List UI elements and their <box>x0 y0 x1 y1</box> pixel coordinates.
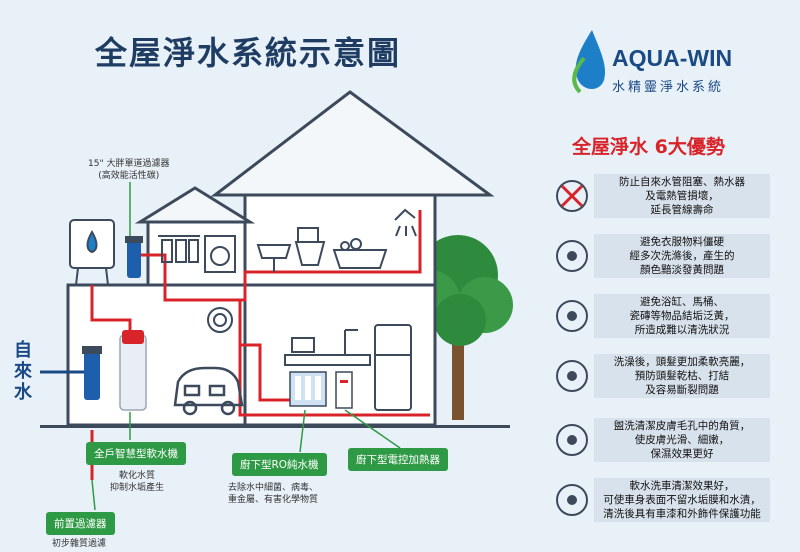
advantage-box <box>594 234 770 278</box>
advantage-line: 避免浴缸、馬桶、 <box>640 296 724 308</box>
advantage-text: 避免衣服物料僵硬經多次洗滌後，產生的顏色黯淡發黃問題 <box>594 234 770 278</box>
water-drop-logo-icon <box>572 30 606 94</box>
pre-filter-note: 初步雜質過濾 <box>52 539 107 549</box>
callout-line-2: (高效能活性碳) <box>98 171 160 181</box>
brand-name: AQUA-WIN <box>612 45 733 71</box>
page-title: 全屋淨水系統示意圖 <box>95 34 402 72</box>
brand-subtitle: 水精靈淨水系統 <box>612 80 725 95</box>
pre-filter-icon <box>82 346 102 400</box>
shower-hair-icon <box>552 354 592 398</box>
advantage-line: 瓷磚等物品結垢泛黃， <box>629 310 735 322</box>
refrigerator-icon <box>374 324 412 411</box>
advantage-line: 顏色黯淡發黃問題 <box>640 264 724 276</box>
advantage-item: 軟水洗車清潔效果好， 可使車身表面不留水垢膜和水漬， 清洗後具有車漆和外飾件保護功能 <box>552 476 770 524</box>
sink-icon <box>256 244 292 272</box>
advantage-box <box>594 354 770 398</box>
advantage-line: 盥洗清潔皮膚毛孔中的角質， <box>613 420 751 432</box>
ro-note: 去除水中細菌、病毒、 重金屬、有害化學物質 <box>228 482 318 506</box>
advantage-line: 及容易斷裂問題 <box>645 384 719 396</box>
advantage-item: 避免衣服物料僵硬經多次洗滌後，產生的顏色黯淡發黃問題 <box>552 232 770 280</box>
advantage-line: 延長管線壽命 <box>650 204 714 216</box>
heater-label: 廚下型電控加熱器 <box>348 448 448 471</box>
callout-line-1: 15" 大胖單道過濾器 <box>88 159 170 169</box>
carbon-filter-icon <box>125 236 143 278</box>
inlet-char: 來 <box>14 361 32 382</box>
hose-icon <box>207 307 233 333</box>
washing-machine-icon <box>204 235 236 273</box>
note-line: 重金屬、有害化學物質 <box>228 495 319 505</box>
car-wash-icon <box>552 478 592 522</box>
advantage-line: 清洗後具有車漆和外飾件保護功能 <box>603 508 761 520</box>
advantage-box <box>594 418 770 462</box>
pre-filter-label: 前置過濾器 <box>46 512 115 535</box>
advantage-box <box>594 478 770 522</box>
car-icon <box>173 366 244 416</box>
blocked-pipe-icon <box>552 174 592 218</box>
toilet-fixture-icon <box>294 227 326 266</box>
advantage-line: 保濕效果更好 <box>650 448 714 460</box>
water-softener-icon <box>119 330 147 411</box>
toilet-icon <box>552 294 592 338</box>
advantage-line: 洗澡後，頭髮更加柔軟亮麗， <box>613 356 751 368</box>
callout-lines <box>91 182 401 511</box>
ground-line <box>40 425 510 428</box>
shower-head-icon <box>394 208 417 237</box>
water-tank-icon <box>69 219 115 286</box>
softener-note: 軟化水質 抑制水垢產生 <box>110 470 164 494</box>
bathtub-icon <box>332 238 388 269</box>
advantage-line: 避免衣服物料僵硬 <box>640 236 724 248</box>
advantage-item: 洗澡後，頭髮更加柔軟亮麗， 預防頭髮乾枯、打結及容易斷裂問題 <box>552 352 770 400</box>
inlet-char: 水 <box>14 382 32 403</box>
inlet-char: 自 <box>14 340 32 361</box>
advantage-item: 防止自來水管阻塞、熱水器及電熱管損壞， 延長管線壽命 <box>552 172 770 220</box>
advantage-text: 防止自來水管阻塞、熱水器及電熱管損壞， 延長管線壽命 <box>594 174 770 218</box>
advantage-line: 及電熱管損壞， <box>645 190 719 202</box>
note-line: 去除水中細菌、病毒、 <box>228 483 319 493</box>
advantage-item: 盥洗清潔皮膚毛孔中的角質， 使皮膚光滑、細嫩， 保濕效果更好 <box>552 416 770 464</box>
heater-unit-icon <box>335 371 353 409</box>
advantage-text: 避免浴缸、馬桶、瓷磚等物品結垢泛黃， 所造成難以清洗狀況 <box>594 294 770 338</box>
ro-unit-icon <box>289 371 327 407</box>
carbon-filter-callout: 15" 大胖單道過濾器 (高效能活性碳) <box>88 158 169 182</box>
advantages-heading: 全屋淨水 6大優勢 <box>572 136 725 158</box>
kitchen-counter-icon <box>284 329 371 366</box>
water-inlet-label: 自 來 水 <box>14 340 32 403</box>
advantage-text: 軟水洗車清潔效果好， 可使車身表面不留水垢膜和水漬， 清洗後具有車漆和外飾件保護功能 <box>594 478 770 522</box>
note-line: 抑制水垢產生 <box>110 483 165 493</box>
advantage-item: 避免浴缸、馬桶、瓷磚等物品結垢泛黃， 所造成難以清洗狀況 <box>552 292 770 340</box>
advantage-box <box>594 174 770 218</box>
shirt-icon <box>552 234 592 278</box>
house-outline <box>66 90 495 427</box>
advantage-line: 經多次洗滌後，產生的 <box>629 250 735 262</box>
advantage-line: 使皮膚光滑、細嫩， <box>634 434 730 446</box>
softener-label: 全戶智慧型軟水機 <box>86 442 186 465</box>
advantage-line: 可使車身表面不留水垢膜和水漬， <box>603 494 761 506</box>
advantage-box <box>594 294 770 338</box>
advantage-text: 洗澡後，頭髮更加柔軟亮麗， 預防頭髮乾枯、打結及容易斷裂問題 <box>594 354 770 398</box>
advantage-text: 盥洗清潔皮膚毛孔中的角質， 使皮膚光滑、細嫩， 保濕效果更好 <box>594 418 770 462</box>
clothes-rack-icon <box>158 235 200 263</box>
ro-label: 廚下型RO純水機 <box>232 453 327 476</box>
advantage-line: 預防頭髮乾枯、打結 <box>634 370 730 382</box>
advantage-line: 軟水洗車清潔效果好， <box>629 480 735 492</box>
advantage-line: 所造成難以清洗狀況 <box>634 324 730 336</box>
note-line: 軟化水質 <box>119 471 156 481</box>
face-care-icon <box>552 418 592 462</box>
advantage-line: 防止自來水管阻塞、熱水器 <box>619 176 745 188</box>
